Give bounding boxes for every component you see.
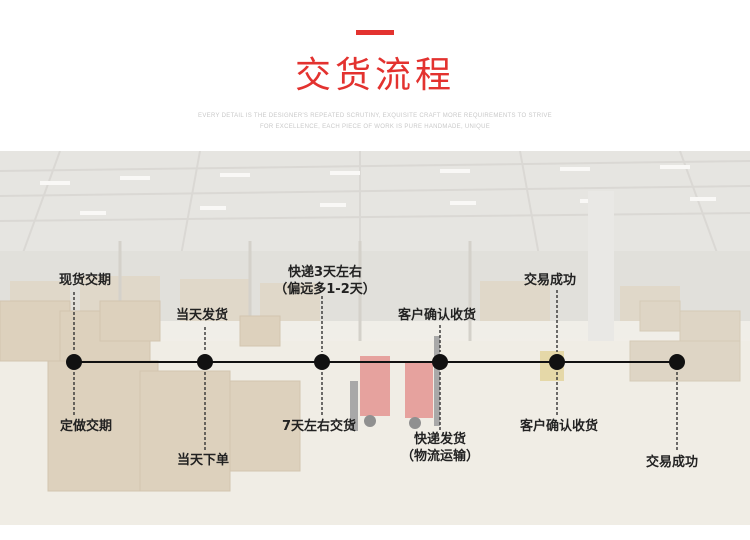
timeline-node-3 (314, 354, 330, 370)
timeline-node-2 (197, 354, 213, 370)
bottom-label-7-days-delivery: 7天左右交货 (282, 419, 357, 434)
timeline-node-5 (549, 354, 565, 370)
express-days-line: 快递3天左右 (287, 265, 363, 280)
top-label-customer-confirm: 客户确认收货 (398, 308, 477, 323)
timeline-node-6 (669, 354, 685, 370)
title-accent-bar (356, 30, 394, 35)
bottom-label-express-ship: 快递发货 （物流运输） (385, 431, 495, 465)
bottom-label-same-day-order: 当天下单 (177, 453, 230, 468)
background-wash (0, 151, 750, 525)
page-title: 交货流程 (294, 55, 455, 96)
top-label-express-3-days: 快递3天左右 （偏远多1-2天） (270, 264, 380, 298)
remote-extra-days-line: （偏远多1-2天） (274, 282, 376, 297)
express-ship-line: 快递发货 (413, 432, 466, 447)
subtitle-line-2: FOR EXCELLENCE, EACH PIECE OF WORK IS PU… (259, 124, 491, 130)
bottom-label-custom-delivery: 定做交期 (60, 419, 113, 434)
bottom-label-customer-confirm: 客户确认收货 (520, 419, 599, 434)
timeline-node-4 (432, 354, 448, 370)
warehouse-background-image (0, 151, 750, 525)
top-label-same-day-ship: 当天发货 (176, 308, 229, 323)
timeline-node-1 (66, 354, 82, 370)
warehouse-illustration (0, 151, 750, 525)
logistics-line: （物流运输） (400, 449, 479, 464)
bottom-label-deal-success: 交易成功 (646, 455, 699, 470)
top-label-deal-success: 交易成功 (524, 273, 577, 288)
subtitle-line-1: EVERY DETAIL IS THE DESIGNER'S REPEATED … (198, 113, 552, 119)
top-label-stock-delivery: 现货交期 (59, 273, 112, 288)
